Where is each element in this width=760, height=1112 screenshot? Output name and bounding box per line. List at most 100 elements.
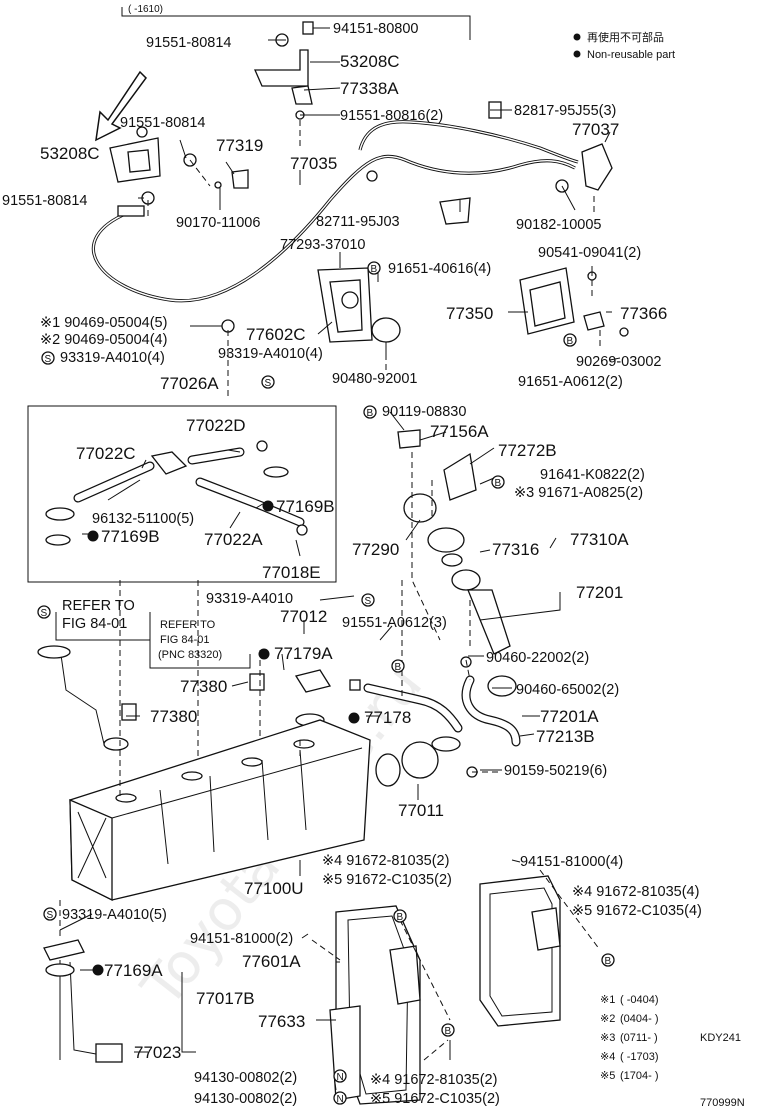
part-label[interactable]: 77178 (364, 708, 411, 727)
part-label[interactable]: 77023 (134, 1043, 181, 1062)
part-label[interactable]: 94130-00802(2) (194, 1091, 297, 1107)
date-notes: ※1 ( -0404) ※2 (0404- ) ※3 (0711- ) KDY2… (600, 994, 741, 1082)
non-reusable-dot-icon (262, 500, 274, 512)
bracket-53208c-left (109, 126, 197, 205)
part-label[interactable]: 77310A (570, 530, 629, 549)
part-label[interactable]: 77012 (280, 607, 327, 626)
part-label[interactable]: 77293-37010 (280, 237, 365, 253)
part-label[interactable]: ※2 90469-05004(4) (40, 332, 167, 348)
part-label[interactable]: 90460-65002(2) (516, 682, 619, 698)
part-label[interactable]: 77366 (620, 304, 667, 323)
part-label[interactable]: 77022A (204, 530, 263, 549)
part-label[interactable]: 93319-A4010(5) (62, 907, 167, 923)
part-label[interactable]: 90269-03002 (576, 354, 661, 370)
part-label[interactable]: 77290 (352, 540, 399, 559)
part-label[interactable]: 77179A (274, 644, 333, 663)
part-label[interactable]: 90480-92001 (332, 371, 417, 387)
screw-marker-icon: S (41, 351, 55, 365)
part-label[interactable]: ※3 91671-A0825(2) (514, 485, 643, 501)
part-label[interactable]: ※1 90469-05004(5) (40, 315, 167, 331)
part-label[interactable]: ※5 91672-C1035(4) (572, 903, 702, 919)
part-label[interactable]: 90182-10005 (516, 217, 601, 233)
part-label[interactable]: 53208C (40, 144, 100, 163)
part-label[interactable]: 82817-95J55(3) (514, 103, 616, 119)
part-label[interactable]: 77601A (242, 952, 301, 971)
marker-group: B S S B B B S S B B B S B N N (37, 261, 615, 1105)
part-label[interactable]: 91651-A0612(2) (518, 374, 623, 390)
part-label[interactable]: 53208C (340, 52, 400, 71)
part-label[interactable]: 77272B (498, 441, 557, 460)
part-label[interactable]: 77169A (104, 961, 163, 980)
part-label[interactable]: 90460-22002(2) (486, 650, 589, 666)
note-text: ( -1703) (620, 1051, 659, 1063)
refer-label[interactable]: (PNC 83320) (158, 649, 222, 661)
part-label[interactable]: 77018E (262, 563, 321, 582)
part-label[interactable]: 77026A (160, 374, 219, 393)
screw-marker-icon: B (441, 1023, 455, 1037)
part-label[interactable]: ※4 91672-81035(2) (322, 853, 449, 869)
part-label[interactable]: ※5 91672-C1035(2) (370, 1091, 500, 1107)
part-label[interactable]: 90159-50219(6) (504, 763, 607, 779)
part-label[interactable]: 77380 (150, 707, 197, 726)
part-label[interactable]: 94151-80800 (333, 21, 418, 37)
note-mark: ※3 (600, 1032, 615, 1044)
part-label[interactable]: 77022D (186, 416, 246, 435)
part-label[interactable]: 91551-80816(2) (340, 108, 443, 124)
part-label[interactable]: 90119-08830 (382, 404, 466, 420)
part-label[interactable]: 93319-A4010(4) (218, 346, 323, 362)
part-label[interactable]: 94151-81000(4) (520, 854, 623, 870)
refer-label[interactable]: FIG 84-01 (62, 616, 127, 632)
part-label[interactable]: 91551-80814 (146, 35, 231, 51)
refer-label[interactable]: REFER TO (160, 619, 216, 631)
part-label[interactable]: 77100U (244, 879, 304, 898)
note-text: (0711- ) (620, 1032, 658, 1044)
part-label[interactable]: 90170-11006 (176, 215, 260, 231)
part-label[interactable]: 91551-A0612(3) (342, 615, 447, 631)
svg-text:N: N (337, 1072, 344, 1083)
part-label[interactable]: 91551-80814 (2, 193, 87, 209)
refer-label[interactable]: REFER TO (62, 598, 135, 614)
part-label[interactable]: 77602C (246, 325, 306, 344)
part-label[interactable]: 77156A (430, 422, 489, 441)
part-label[interactable]: 77380 (180, 677, 227, 696)
part-label[interactable]: 90541-09041(2) (538, 245, 641, 261)
part-label[interactable]: 77035 (290, 154, 337, 173)
part-label[interactable]: 77169B (101, 527, 160, 546)
non-reusable-dot-icon (573, 33, 581, 41)
part-label[interactable]: 94151-81000(2) (190, 931, 293, 947)
part-label[interactable]: 91641-K0822(2) (540, 467, 645, 483)
part-label[interactable]: 91651-40616(4) (388, 261, 491, 277)
non-reusable-dot-icon (258, 648, 270, 660)
part-label[interactable]: 77022C (76, 444, 136, 463)
refer-label[interactable]: FIG 84-01 (160, 634, 210, 646)
part-label[interactable]: 93319-A4010 (206, 591, 293, 607)
part-label[interactable]: 77633 (258, 1012, 305, 1031)
part-label[interactable]: 77037 (572, 120, 619, 139)
part-label[interactable]: 77213B (536, 727, 595, 746)
part-label[interactable]: 77319 (216, 136, 263, 155)
part-label[interactable]: 94130-00802(2) (194, 1070, 297, 1086)
part-label[interactable]: 91551-80814 (120, 115, 205, 131)
part-label[interactable]: 77338A (340, 79, 399, 98)
part-label[interactable]: 77011 (398, 801, 444, 820)
note-mark: ※1 (600, 994, 615, 1006)
part-label[interactable]: 77169B (276, 497, 335, 516)
part-label[interactable]: ※5 91672-C1035(2) (322, 872, 452, 888)
part-label[interactable]: 77201A (540, 707, 599, 726)
part-label[interactable]: 96132-51100(5) (92, 511, 194, 527)
part-label[interactable]: 77350 (446, 304, 493, 323)
screw-marker-icon: S (37, 605, 51, 619)
protector-right (479, 875, 561, 1027)
lock-assy-77293 (221, 267, 401, 343)
part-label[interactable]: 82711-95J03 (316, 214, 400, 230)
part-label[interactable]: ※4 91672-81035(4) (572, 884, 699, 900)
non-reusable-dot-icon (348, 712, 360, 724)
svg-text:B: B (371, 264, 378, 275)
part-label[interactable]: 93319-A4010(4) (60, 350, 165, 366)
part-label[interactable]: 77201 (576, 583, 623, 602)
part-label[interactable]: 77017B (196, 989, 255, 1008)
part-label[interactable]: ※4 91672-81035(2) (370, 1072, 497, 1088)
screw-marker-icon: S (261, 375, 275, 389)
fuel-lid-77350 (519, 267, 629, 337)
part-label[interactable]: 77316 (492, 540, 539, 559)
